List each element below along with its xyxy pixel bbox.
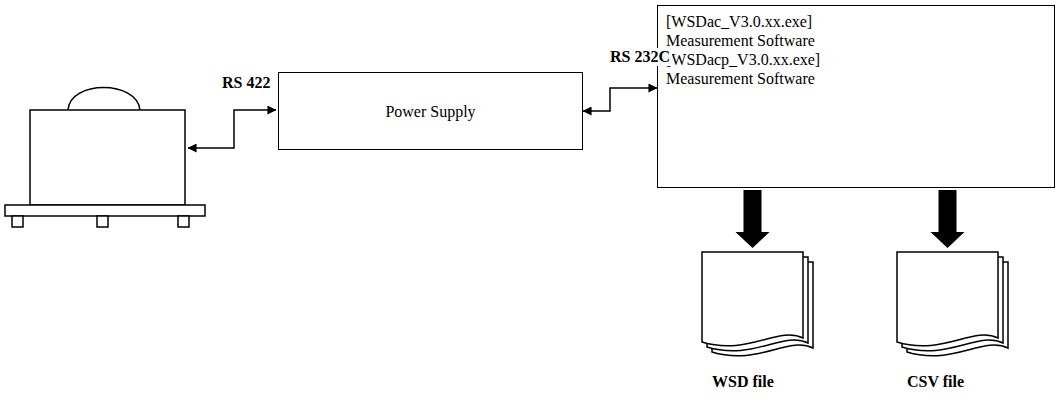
interface-label: RS 422: [220, 74, 272, 92]
software-box: [WSDac_V3.0.xx.exe] Measurement Software…: [657, 5, 1055, 188]
output-arrow: [736, 190, 770, 248]
rs422-cable: [188, 110, 276, 148]
device-dome: [68, 88, 140, 111]
software-name: [WSDac_V3.0.xx.exe] Measurement Software: [666, 12, 866, 50]
interface-label: RS 232C: [608, 48, 672, 66]
document-stack-shape: [700, 250, 815, 360]
file-stack: CSV file: [895, 250, 1010, 360]
device-foot: [178, 216, 189, 227]
serial-cable: [583, 88, 657, 111]
software-name: [WSDacp_V3.0.xx.exe] Measurement Softwar…: [666, 50, 866, 88]
file-label: WSD file: [712, 372, 774, 391]
file-stack: WSD file: [700, 250, 815, 360]
device-base: [5, 205, 205, 216]
file-label: CSV file: [907, 372, 964, 391]
output-arrow: [931, 190, 965, 248]
box-label: Power Supply: [385, 102, 475, 121]
power-supply-box: Power Supply: [278, 72, 583, 150]
device-foot: [12, 216, 23, 227]
device-body: [30, 110, 185, 205]
device-foot: [97, 216, 108, 227]
document-stack-shape: [895, 250, 1010, 360]
